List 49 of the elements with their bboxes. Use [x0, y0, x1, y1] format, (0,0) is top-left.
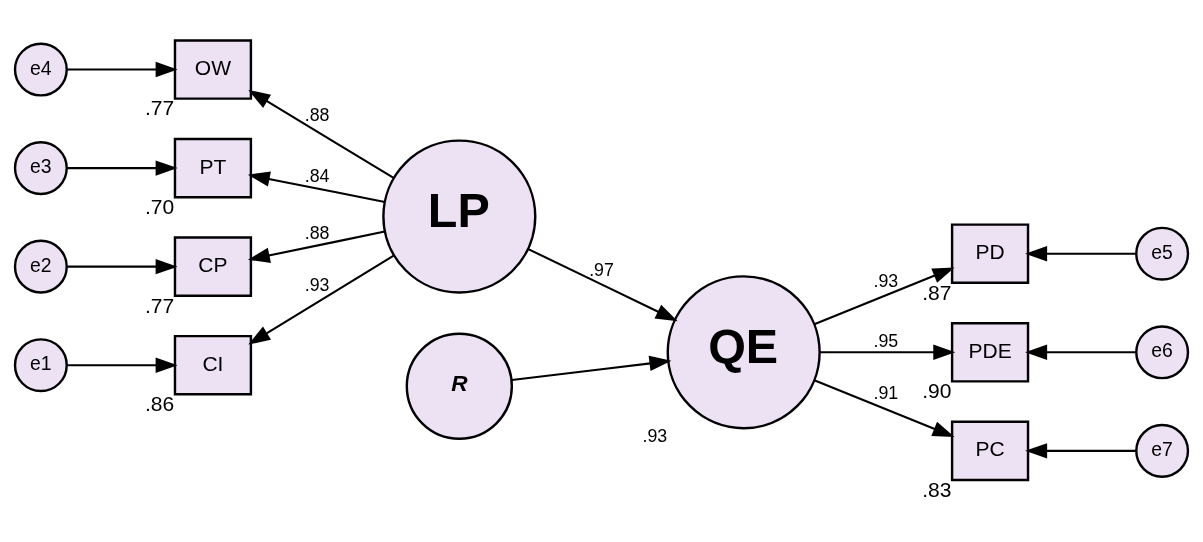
node-circle: e6: [1135, 324, 1190, 379]
edge-label: .95: [873, 330, 899, 351]
edge-label: .84: [304, 165, 330, 186]
node-circle: R: [405, 332, 514, 440]
arrow: [247, 230, 385, 263]
node-box: OW: [173, 38, 253, 100]
edge-label: .93: [873, 270, 899, 291]
arrow: [820, 344, 956, 360]
node-circle: e7: [1135, 423, 1190, 478]
node-label: .77: [145, 293, 175, 317]
node-circle: e5: [1135, 226, 1190, 281]
arrow: [67, 159, 178, 176]
arrow: [1025, 442, 1136, 459]
node-box: PT: [173, 137, 253, 198]
node-label: .70: [145, 194, 175, 218]
node-circle: e3: [13, 140, 68, 195]
node-label: .86: [145, 391, 175, 415]
node-box: PDE: [950, 321, 1030, 383]
node-label: .87: [922, 280, 952, 304]
arrow: [813, 266, 955, 325]
edge-label: .88: [304, 222, 330, 243]
node-box: PD: [950, 222, 1030, 284]
node-label: .93: [642, 425, 668, 446]
node-circle: LP: [382, 138, 537, 294]
node-label: .83: [922, 477, 952, 501]
node-box: CP: [173, 235, 253, 297]
node-box: CI: [173, 334, 253, 395]
arrow: [1025, 344, 1136, 360]
arrow: [813, 378, 955, 437]
edge-label: .93: [304, 274, 330, 295]
arrow: [511, 355, 672, 381]
node-label: .77: [145, 95, 175, 119]
node-label: .90: [922, 378, 952, 402]
node-circle: e4: [13, 42, 68, 97]
edge-label: .97: [589, 259, 614, 280]
arrow: [67, 61, 178, 77]
node-circle: e2: [13, 239, 68, 294]
edge-label: .88: [304, 104, 330, 125]
arrow: [247, 171, 385, 203]
edge-label: .91: [873, 382, 899, 403]
arrow: [1025, 245, 1136, 261]
arrow: [248, 254, 395, 345]
arrow: [527, 247, 678, 321]
arrow: [248, 89, 395, 179]
node-circle: QE: [666, 274, 821, 429]
arrow: [67, 357, 178, 373]
arrow: [67, 258, 178, 274]
node-circle: e1: [13, 337, 68, 392]
node-box: PC: [950, 420, 1030, 481]
